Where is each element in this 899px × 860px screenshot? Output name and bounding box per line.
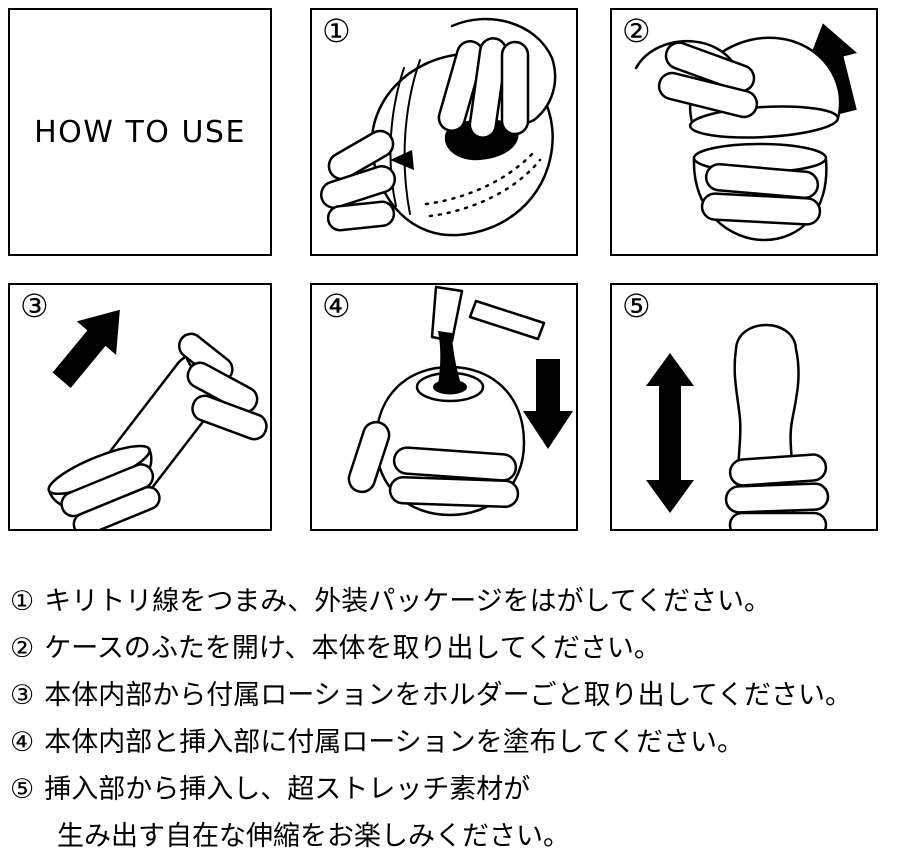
- title-box: HOW TO USE: [8, 8, 272, 256]
- illustration-apply-lotion: [347, 285, 573, 517]
- panel-step-1: ①: [310, 8, 578, 256]
- illustration-peel-package: [319, 17, 557, 237]
- lotion-stream: [438, 331, 462, 387]
- panel-step-3: ③: [8, 283, 272, 531]
- illustration-remove-holder: [47, 309, 268, 529]
- instruction-5-number: ⑤: [10, 774, 35, 805]
- panel-step-5: ⑤: [610, 283, 878, 531]
- hand-gripping: [728, 453, 828, 487]
- tear-line-dots: [428, 158, 542, 218]
- illustration-open-lid: [634, 23, 858, 242]
- instruction-2-number: ②: [10, 633, 35, 664]
- step-5-number: ⑤: [622, 287, 651, 325]
- instruction-4-text: 本体内部と挿入部に付属ローションを塗布してください。: [44, 727, 745, 758]
- instruction-5: ⑤ 挿入部から挿入し、超ストレッチ素材が: [10, 766, 892, 813]
- panel-step-4: ④: [310, 283, 578, 531]
- instruction-4: ④ 本体内部と挿入部に付属ローションを塗布してください。: [10, 719, 892, 766]
- instruction-2: ② ケースのふたを開け、本体を取り出してください。: [10, 625, 892, 672]
- instruction-1-text: キリトリ線をつまみ、外装パッケージをはがしてください。: [44, 586, 772, 617]
- arrow-up-right-icon: [52, 309, 120, 388]
- instruction-5-text: 挿入部から挿入し、超ストレッチ素材が: [44, 774, 531, 805]
- instruction-1-number: ①: [10, 586, 35, 617]
- hand-holding-egg: [347, 420, 391, 494]
- instruction-3: ③ 本体内部から付属ローションをホルダーごと取り出してください。: [10, 672, 892, 719]
- step-4-number: ④: [322, 287, 351, 325]
- step-1-number: ①: [322, 12, 351, 50]
- step-3-number: ③: [20, 287, 49, 325]
- arrow-up-down-icon: [646, 353, 694, 513]
- instruction-4-number: ④: [10, 727, 35, 758]
- page-title: HOW TO USE: [34, 114, 246, 150]
- arrow-down-icon: [523, 359, 573, 449]
- hand-holding-cup: [704, 163, 820, 199]
- illustration-stretch: [646, 323, 830, 529]
- instruction-5-continuation: 生み出す自在な伸縮をお楽しみください。: [57, 813, 892, 860]
- step-2-number: ②: [622, 12, 651, 50]
- instruction-list: ① キリトリ線をつまみ、外装パッケージをはがしてください。 ② ケースのふたを開け、…: [10, 578, 892, 860]
- panel-step-2: ②: [610, 8, 878, 256]
- instruction-2-text: ケースのふたを開け、本体を取り出してください。: [44, 633, 661, 664]
- package-tab: [444, 118, 519, 161]
- case-cup: [47, 444, 161, 529]
- instruction-5-text-line2: 生み出す自在な伸縮をお楽しみください。: [57, 821, 570, 852]
- instruction-1: ① キリトリ線をつまみ、外装パッケージをはがしてください。: [10, 578, 892, 625]
- hand-pinch: [327, 129, 395, 181]
- instruction-3-text: 本体内部から付属ローションをホルダーごと取り出してください。: [44, 680, 853, 711]
- instruction-3-number: ③: [10, 680, 35, 711]
